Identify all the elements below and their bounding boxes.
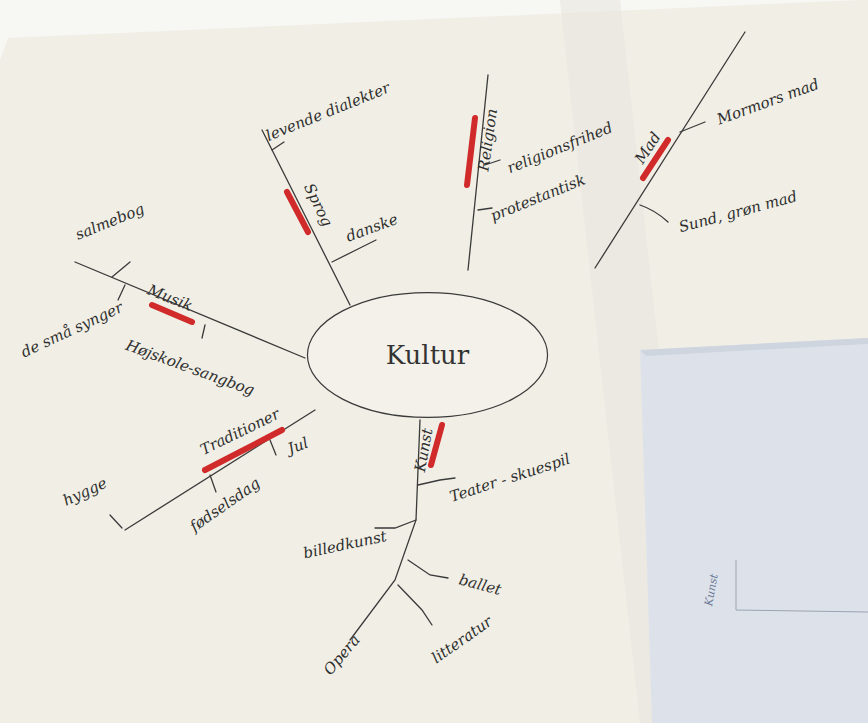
sub-label: fødselsdag: [187, 475, 263, 535]
sub-label: Jul: [286, 435, 311, 458]
sub-label: Sund, grøn mad: [677, 188, 799, 235]
branch-label: Kunst: [412, 427, 436, 473]
sub-label: Mormors mad: [715, 76, 821, 128]
sub-label: billedkunst: [302, 528, 388, 562]
center-oval: Kultur: [305, 290, 550, 420]
sub-label: salmebog: [73, 201, 147, 244]
branch-label: Mad: [632, 129, 664, 166]
sub-label: danske: [344, 211, 400, 245]
sub-label: hygge: [61, 475, 110, 509]
sub-label: litteratur: [429, 613, 495, 666]
sub-label: religionsfrihed: [505, 119, 615, 176]
center-title: Kultur: [386, 340, 470, 370]
branch-label: Traditioner: [198, 406, 283, 459]
sub-label: de små synger: [18, 299, 125, 361]
sub-label: ballet: [457, 571, 503, 598]
sub-label: Opera: [321, 632, 364, 679]
sub-label: Højskole-sangbog: [124, 337, 257, 399]
inset-label: Kunst: [703, 573, 721, 607]
branch-label: Sprog: [301, 181, 336, 229]
branch-label: Musik: [145, 282, 194, 315]
sub-label: Teater - skuespil: [448, 451, 573, 505]
sub-label: levende dialekter: [264, 80, 393, 145]
sub-label: protestantisk: [488, 171, 588, 224]
branch-label: Religion: [475, 108, 500, 173]
